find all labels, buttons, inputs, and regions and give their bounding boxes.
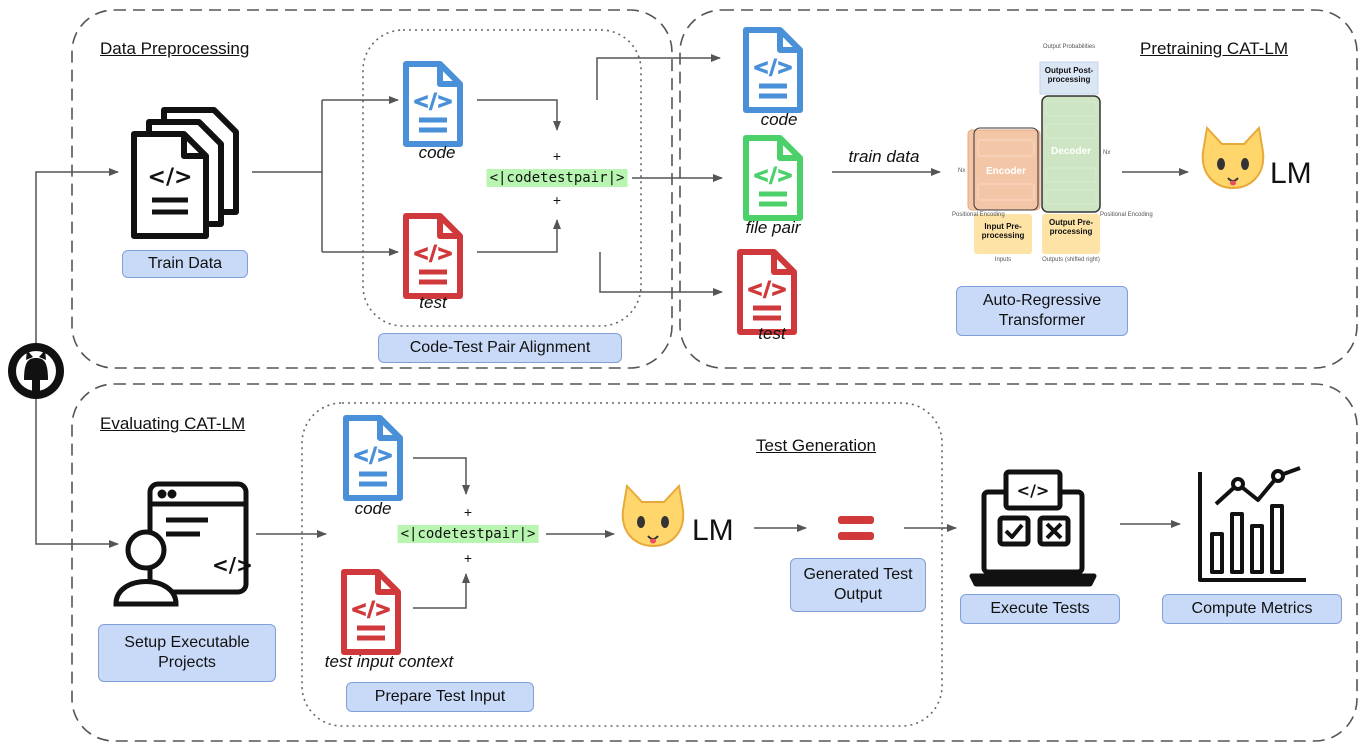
out-code-doc-icon	[746, 30, 800, 110]
pretraining-region	[679, 9, 1358, 369]
lm-label: LM	[692, 514, 734, 547]
data-preprocessing-region	[71, 9, 673, 369]
codetestpair-token: <|codetestpair|>	[397, 525, 539, 543]
compute-metrics-label: Compute Metrics	[1162, 594, 1342, 624]
arrow-code-down	[477, 99, 561, 131]
cat-icon	[621, 483, 685, 547]
laptop-icon: </>	[969, 469, 1097, 587]
transformer-diagram	[967, 61, 1101, 254]
transformer-positional-right: Positional Encoding	[1100, 212, 1153, 218]
transformer-encoder: Encoder	[985, 166, 1026, 177]
eval-test-doc-icon	[344, 572, 398, 652]
train-data-icon: </>	[131, 107, 239, 239]
file-pair-doc-icon	[746, 138, 800, 218]
transformer-positional-left: Positional Encoding	[952, 212, 1005, 218]
transformer-decoder: Decoder	[1050, 146, 1091, 157]
github-icon	[8, 343, 64, 399]
transformer-output-pre: Output Pre-processing	[1049, 218, 1093, 237]
data-preprocessing-title: Data Preprocessing	[100, 39, 250, 58]
test-generation-title: Test Generation	[756, 436, 877, 455]
prepare-test-input-label: Prepare Test Input	[346, 682, 534, 712]
test-doc-icon	[406, 216, 460, 296]
execute-tests-label: Execute Tests	[960, 594, 1120, 624]
plus-sign: +	[552, 148, 562, 164]
file-pair-label: file pair	[745, 218, 801, 237]
plus-sign: +	[552, 192, 562, 208]
generated-test-output-label: Generated Test Output	[790, 558, 926, 612]
train-data-arrow-label: train data	[848, 147, 920, 166]
svg-text:</>: </>	[148, 165, 193, 190]
arrow-test-up	[477, 219, 561, 253]
lm-label: LM	[1270, 157, 1312, 190]
evaluating-title: Evaluating CAT-LM	[100, 414, 246, 433]
developer-icon: </>	[113, 481, 253, 607]
transformer-output-probabilities: Output Probabilities	[1042, 44, 1096, 50]
transformer-input-pre: Input Pre-processing	[981, 222, 1025, 241]
transformer-nx-left: Nx	[958, 168, 966, 174]
evaluating-region	[71, 383, 1358, 742]
transformer-outputs: Outputs (shifted right)	[1042, 257, 1100, 263]
plus-sign: +	[463, 504, 473, 520]
out-code-label: code	[760, 110, 798, 129]
transformer-inputs: Inputs	[994, 257, 1012, 263]
codetestpair-token: <|codetestpair|>	[486, 169, 628, 187]
arrow-to-out-code	[596, 54, 721, 100]
metrics-chart-icon	[1198, 466, 1306, 582]
svg-text:</>: </>	[212, 553, 253, 577]
out-test-label: test	[758, 324, 786, 343]
pretraining-title: Pretraining CAT-LM	[1140, 39, 1289, 58]
test-input-context-label: test input context	[324, 652, 454, 671]
arrow-eval-code-down	[413, 457, 470, 495]
setup-executable-label: Setup Executable Projects	[98, 624, 276, 682]
test-label: test	[419, 293, 447, 312]
cat-icon	[1201, 125, 1265, 189]
arrow-github-to-train	[35, 168, 119, 343]
code-doc-icon	[406, 64, 460, 144]
code-label: code	[418, 143, 456, 162]
arrow-github-to-setup	[35, 399, 119, 548]
transformer-output-post: Output Post-processing	[1044, 66, 1094, 85]
arrow-to-out-test	[599, 252, 723, 296]
out-test-doc-icon	[740, 252, 794, 332]
plus-sign: +	[463, 550, 473, 566]
arrow-eval-test-up	[413, 573, 470, 609]
eval-code-doc-icon	[346, 418, 400, 498]
transformer-nx-right: Nx	[1103, 150, 1111, 156]
eval-code-label: code	[354, 499, 392, 518]
alignment-label: Code-Test Pair Alignment	[378, 333, 622, 363]
auto-regressive-label: Auto-Regressive Transformer	[956, 286, 1128, 336]
test-generation-region	[301, 402, 943, 727]
equals-icon	[838, 516, 874, 540]
train-data-label: Train Data	[122, 250, 248, 278]
svg-text:</>: </>	[1017, 481, 1050, 500]
